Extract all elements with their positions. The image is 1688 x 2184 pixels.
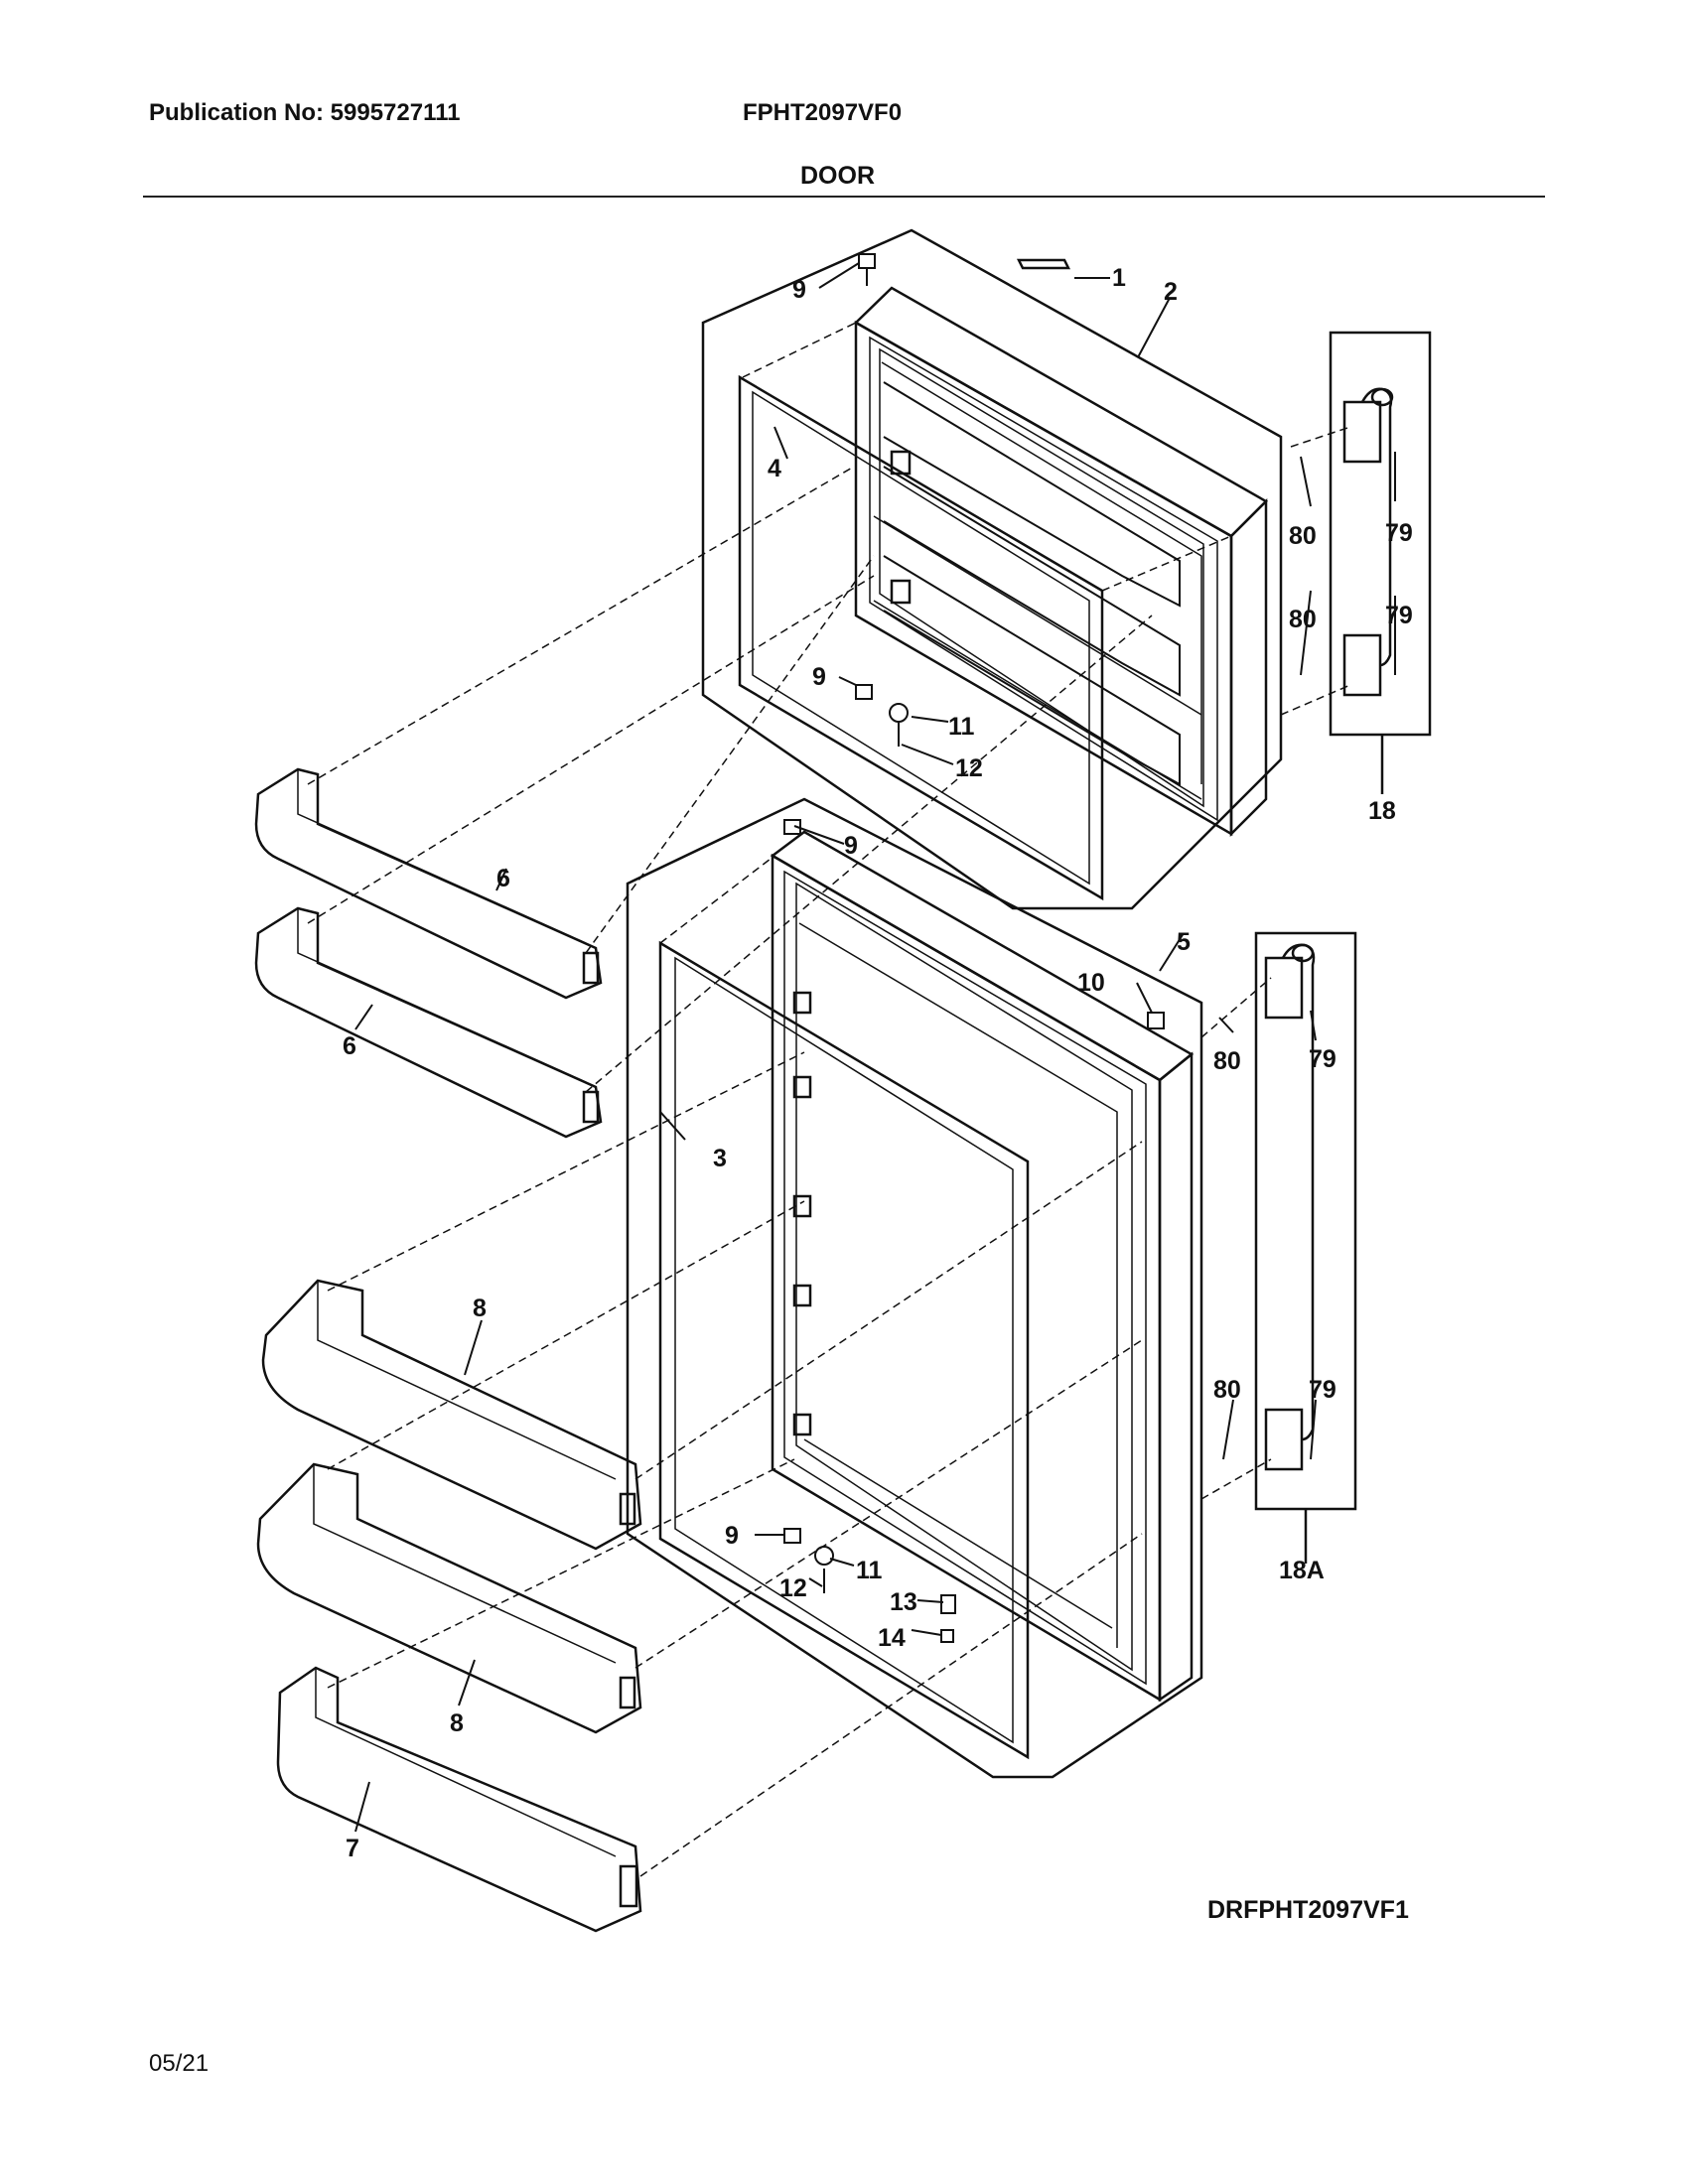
publication-number: Publication No: 5995727111 bbox=[149, 99, 461, 126]
freezer-door-group-outline bbox=[701, 228, 1283, 910]
callout-9b: 9 bbox=[812, 663, 826, 691]
freezer-bin-lower bbox=[254, 906, 603, 1139]
callout-79c: 79 bbox=[1309, 1045, 1336, 1073]
callout-6b: 6 bbox=[343, 1032, 356, 1060]
callout-5: 5 bbox=[1177, 928, 1191, 956]
diagram-code: DRFPHT2097VF1 bbox=[1207, 1896, 1409, 1924]
fresh-food-handle bbox=[1264, 943, 1316, 1471]
callout-4: 4 bbox=[768, 455, 781, 482]
callout-2: 2 bbox=[1164, 278, 1178, 306]
callout-11b: 11 bbox=[856, 1557, 883, 1584]
freezer-bin-upper bbox=[254, 767, 603, 1000]
callout-12b: 12 bbox=[779, 1574, 807, 1602]
callout-9c: 9 bbox=[844, 832, 858, 860]
callout-80d: 80 bbox=[1213, 1376, 1241, 1404]
freezer-gasket bbox=[738, 374, 1104, 901]
callout-14: 14 bbox=[878, 1624, 906, 1652]
freezer-door bbox=[853, 286, 1269, 838]
callout-1: 1 bbox=[1112, 264, 1126, 292]
callout-18: 18 bbox=[1368, 797, 1396, 825]
callout-79d: 79 bbox=[1309, 1376, 1336, 1404]
fresh-food-gasket bbox=[658, 940, 1030, 1760]
callout-labels: 1 2 4 9 9 11 12 80 79 80 79 18 9 5 10 3 … bbox=[343, 264, 1413, 1862]
callout-11a: 11 bbox=[948, 713, 975, 741]
model-number: FPHT2097VF0 bbox=[743, 99, 903, 126]
alignment-lines bbox=[307, 322, 1351, 1877]
label-part-1 bbox=[1016, 258, 1071, 270]
fresh-food-door-group-outline bbox=[626, 797, 1203, 1779]
callout-9d: 9 bbox=[725, 1522, 739, 1550]
fresh-food-door bbox=[770, 830, 1195, 1703]
header-divider bbox=[143, 196, 1545, 198]
fresh-food-bin-bottom bbox=[276, 1666, 642, 1933]
freezer-handle-box bbox=[1329, 331, 1432, 737]
callout-80a: 80 bbox=[1289, 522, 1317, 550]
callout-79a: 79 bbox=[1385, 519, 1413, 547]
freezer-handle bbox=[1342, 387, 1394, 697]
callout-79b: 79 bbox=[1385, 602, 1413, 629]
publication-date: 05/21 bbox=[149, 2050, 210, 2077]
section-title: DOOR bbox=[800, 162, 875, 190]
callout-12a: 12 bbox=[955, 754, 983, 782]
callout-18a: 18A bbox=[1279, 1557, 1325, 1584]
callout-80c: 80 bbox=[1213, 1047, 1241, 1075]
callout-9a: 9 bbox=[792, 276, 806, 304]
callout-8b: 8 bbox=[450, 1709, 464, 1737]
leader-lines bbox=[354, 262, 1396, 1833]
fresh-food-handle-box bbox=[1254, 931, 1357, 1511]
callout-10: 10 bbox=[1077, 969, 1105, 997]
callout-13: 13 bbox=[890, 1588, 917, 1616]
callout-6a: 6 bbox=[496, 865, 510, 892]
fresh-food-bin-upper bbox=[261, 1279, 642, 1551]
fresh-food-bin-lower bbox=[256, 1462, 642, 1734]
hinge-pins bbox=[783, 253, 1165, 1643]
callout-80b: 80 bbox=[1289, 606, 1317, 633]
callout-3: 3 bbox=[713, 1145, 727, 1172]
callout-7: 7 bbox=[346, 1835, 359, 1862]
callout-8a: 8 bbox=[473, 1295, 487, 1322]
